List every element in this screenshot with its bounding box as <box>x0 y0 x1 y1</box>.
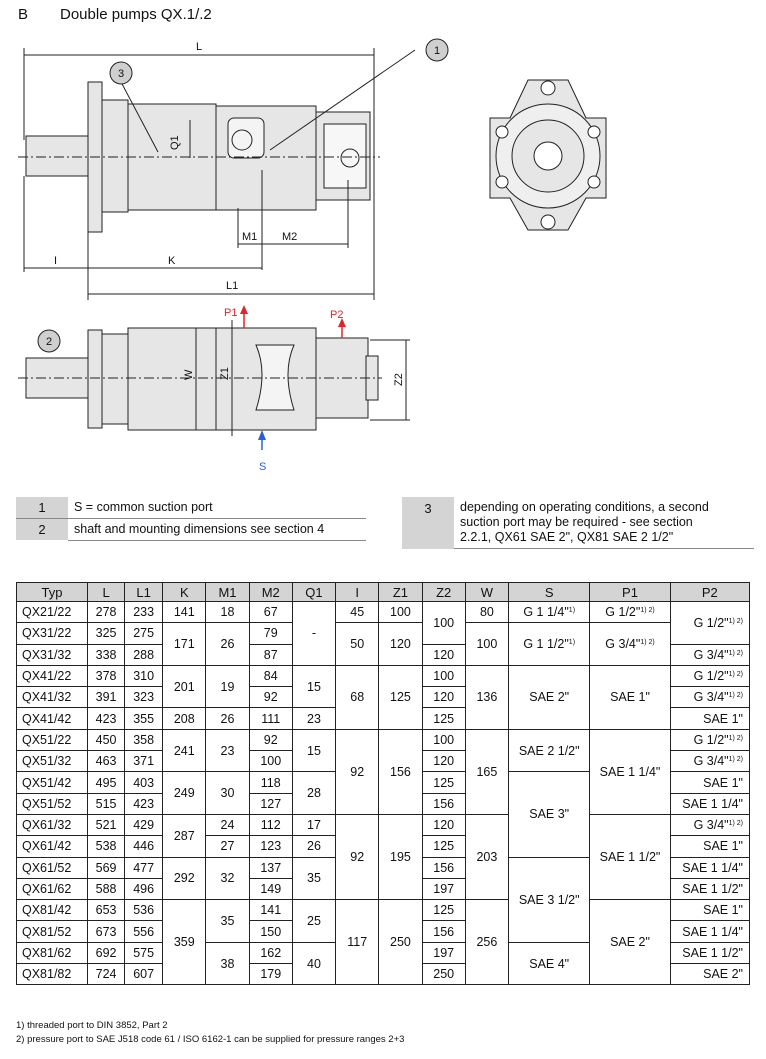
end-view <box>489 79 607 231</box>
callout-1: 1 <box>425 38 449 62</box>
label-m1: M1 <box>242 231 257 243</box>
side-view <box>18 320 410 436</box>
svg-text:P2: P2 <box>330 309 343 321</box>
svg-text:1: 1 <box>434 45 440 57</box>
legend-text: S = common suction port <box>68 497 366 519</box>
section-letter: B <box>18 6 29 23</box>
page-title: Double pumps QX.1/.2 <box>60 6 212 23</box>
legend-right: 3 depending on operating conditions, a s… <box>402 497 754 549</box>
legend-text: depending on operating conditions, a sec… <box>454 497 754 549</box>
legend-num: 3 <box>402 497 454 549</box>
callout-2: 2 <box>37 329 61 353</box>
label-m2: M2 <box>282 231 297 243</box>
legend-num: 2 <box>16 518 68 540</box>
p1-arrow: P1 <box>224 305 248 328</box>
p2-arrow: P2 <box>330 309 346 338</box>
technical-drawing: 1 3 L L1 K I M1 M2 Q1 <box>18 38 607 473</box>
callout-3: 3 <box>109 61 133 85</box>
label-l: L <box>196 41 202 53</box>
top-view <box>18 48 416 300</box>
shaft <box>25 135 91 177</box>
footnote-1: 1) threaded port to DIN 3852, Part 2 <box>16 1020 168 1031</box>
label-z1: Z1 <box>219 367 231 380</box>
label-i: I <box>54 255 57 267</box>
label-q1: Q1 <box>169 135 181 150</box>
footnote-2: 2) pressure port to SAE J518 code 61 / I… <box>16 1034 405 1045</box>
label-k: K <box>168 255 176 267</box>
legend-text: shaft and mounting dimensions see sectio… <box>68 518 366 541</box>
label-w: W <box>183 369 195 380</box>
svg-text:2: 2 <box>46 336 52 348</box>
suction-port <box>227 117 265 159</box>
label-z2: Z2 <box>393 373 405 386</box>
label-l1: L1 <box>226 280 238 292</box>
s-arrow: S <box>258 430 266 473</box>
legend-left: 1 S = common suction port 2 shaft and mo… <box>16 497 366 541</box>
svg-text:P1: P1 <box>224 307 237 319</box>
svg-text:S: S <box>259 461 266 473</box>
svg-text:3: 3 <box>118 68 124 80</box>
legend-num: 1 <box>16 497 68 519</box>
